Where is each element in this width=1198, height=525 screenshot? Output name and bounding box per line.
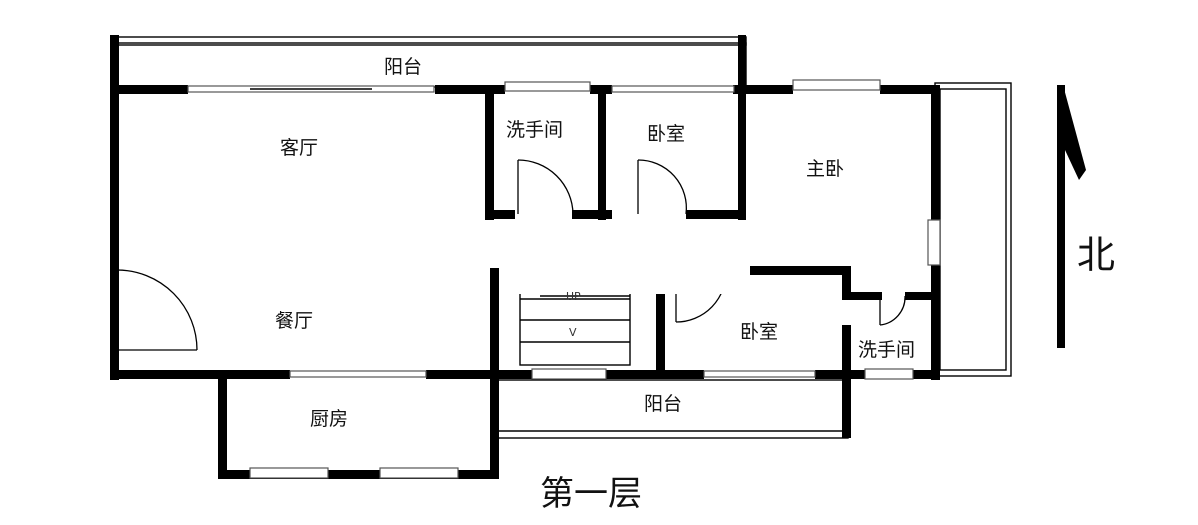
windows (187, 79, 941, 479)
walls (110, 35, 940, 479)
label-bedroom-north: 卧室 (647, 123, 685, 145)
label-bath-south: 洗手间 (858, 339, 915, 361)
room-labels: 阳台 客厅 洗手间 卧室 主卧 餐厅 卧室 洗手间 阳台 厨房 (275, 56, 915, 430)
label-balcony-south: 阳台 (644, 393, 682, 415)
north-label: 北 (1077, 233, 1115, 277)
floor-caption: 第一层 (540, 474, 642, 514)
stair-up-label: UP (566, 290, 581, 303)
label-balcony-north: 阳台 (384, 56, 422, 78)
staircase: UP V (500, 268, 745, 366)
label-master-bedroom: 主卧 (806, 158, 844, 180)
north-arrow-icon (1057, 85, 1086, 348)
label-bath-north: 洗手间 (506, 119, 563, 141)
label-dining-room: 餐厅 (275, 310, 313, 332)
label-bedroom-south: 卧室 (740, 321, 778, 343)
doors (116, 159, 906, 351)
label-kitchen: 厨房 (310, 408, 348, 430)
label-living-room: 客厅 (280, 137, 318, 159)
stair-direction-arrow: V (569, 326, 577, 339)
